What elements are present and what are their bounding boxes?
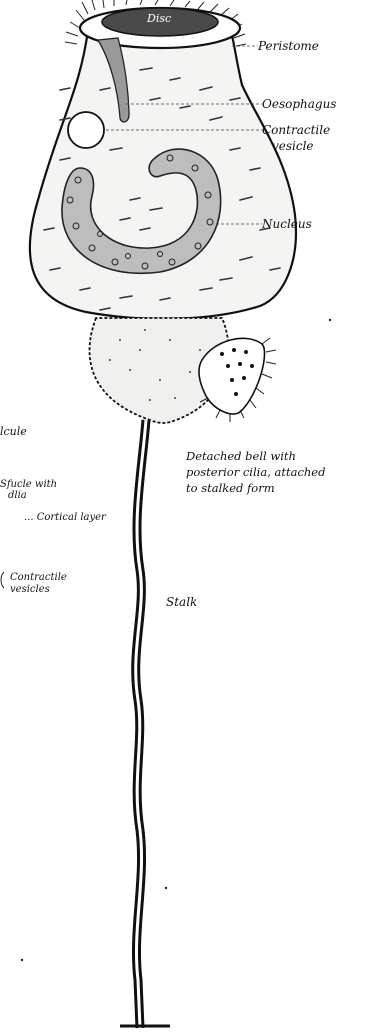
label-left-4b: vesicles xyxy=(10,584,50,595)
label-contractile-vesicle-1: Contractile xyxy=(262,123,330,137)
label-left-3: ... Cortical layer xyxy=(24,512,107,523)
left-bracket xyxy=(1,572,4,588)
label-detached-1: Detached bell with xyxy=(185,449,296,463)
label-peristome: Peristome xyxy=(257,39,319,53)
speck xyxy=(165,887,167,889)
label-contractile-vesicle-2: vesicle xyxy=(272,139,314,153)
label-left-1: lcule xyxy=(0,425,27,438)
label-oesophagus: Oesophagus xyxy=(262,97,336,111)
label-detached-2: posterior cilia, attached xyxy=(186,465,325,479)
contractile-vesicle xyxy=(68,112,104,148)
label-left-4a: Contractile xyxy=(10,572,67,583)
label-disc: Disc xyxy=(146,12,171,25)
label-detached-3: to stalked form xyxy=(186,481,275,495)
label-nucleus: Nucleus xyxy=(261,217,312,231)
label-stalk: Stalk xyxy=(166,595,197,609)
detached-bell xyxy=(199,338,276,422)
speck xyxy=(21,959,23,961)
label-left-2a: Sfucle with xyxy=(0,479,57,490)
label-left-2b: dlia xyxy=(8,490,27,501)
speck xyxy=(329,319,331,321)
